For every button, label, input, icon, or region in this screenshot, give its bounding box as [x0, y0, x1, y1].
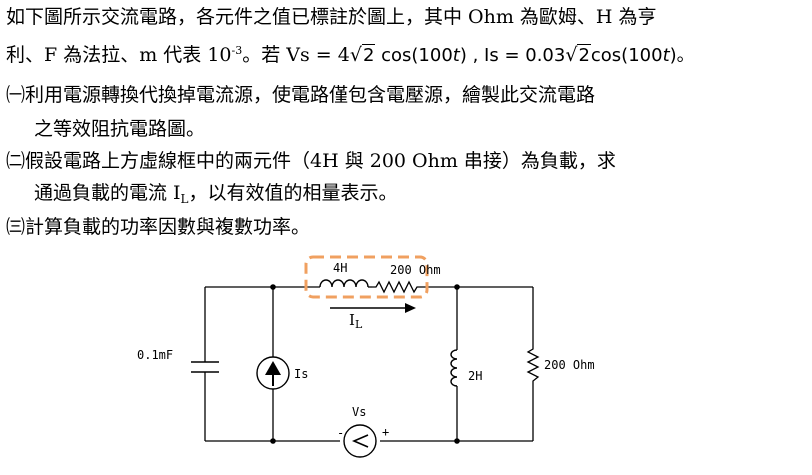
junction-dot	[270, 438, 276, 444]
question-text: ㈠利用電源轉換代換掉電流源，使電路僅包含電壓源，繪製此交流電路	[6, 84, 596, 106]
question-text: ㈢計算負載的功率因數與複數功率。	[6, 216, 311, 238]
resistor-top-label: 200 Ohm	[390, 263, 441, 277]
inductor-4h-label: 4H	[333, 261, 347, 275]
problem-line-1: 如下圖所示交流電路，各元件之值已標註於圖上，其中 Ohm 為歐姆、H 為亨	[6, 2, 657, 32]
exponent: -3	[231, 44, 243, 57]
subscript: L	[180, 192, 189, 206]
current-label: IL	[349, 311, 363, 331]
text-segment: 利、F 為法拉、m 代表 10	[6, 44, 232, 66]
capacitor-label: 0.1mF	[137, 348, 173, 362]
problem-line-2: 利、F 為法拉、m 代表 10-3。若 Vs = 4√2 cos(100t) ,…	[6, 36, 695, 71]
voltage-source-label: Vs	[352, 405, 366, 419]
question-3: ㈢計算負載的功率因數與複數功率。	[6, 212, 310, 242]
voltage-source-symbol	[343, 424, 377, 458]
capacitor-symbol	[191, 361, 219, 373]
current-source-symbol	[256, 356, 290, 390]
question-1-line-2: 之等效阻抗電路圖。	[34, 114, 205, 144]
question-2-line-1: ㈡假設電路上方虛線框中的兩元件（4H 與 200 Ohm 串接）為負載，求	[6, 146, 616, 176]
resistor-200-top-symbol	[372, 280, 422, 294]
junction-dot	[454, 284, 460, 290]
inductor-2h-symbol	[450, 349, 458, 387]
math-segment: )。	[669, 45, 695, 66]
sqrt-expression: √2	[565, 44, 591, 66]
junction-dot	[454, 438, 460, 444]
question-text: 之等效阻抗電路圖。	[34, 118, 206, 140]
question-1-line-1: ㈠利用電源轉換代換掉電流源，使電路僅包含電壓源，繪製此交流電路	[6, 80, 595, 110]
math-segment: ) , Is = 0.03	[459, 45, 566, 66]
question-text: ，以有效值的相量表示。	[188, 182, 398, 204]
math-variable: t	[662, 45, 670, 66]
math-segment: cos(100	[375, 45, 453, 66]
load-dashed-box	[304, 255, 429, 299]
current-arrow	[330, 303, 416, 313]
question-text: ㈡假設電路上方虛線框中的兩元件（4H 與 200 Ohm 串接）為負載，求	[6, 150, 616, 172]
problem-text: 如下圖所示交流電路，各元件之值已標註於圖上，其中 Ohm 為歐姆、H 為亨	[6, 6, 657, 28]
text-segment: 。若 Vs = 4	[242, 44, 350, 66]
sqrt-argument: 2	[577, 44, 591, 66]
sqrt-argument: 2	[361, 44, 376, 66]
current-source-label: Is	[294, 367, 308, 381]
resistor-right-label: 200 Ohm	[544, 358, 595, 372]
sqrt-expression: √2	[349, 44, 376, 66]
inductor-2h-label: 2H	[468, 369, 482, 383]
plus-polarity-label: +	[382, 425, 389, 439]
inductor-4h-symbol	[319, 279, 369, 288]
minus-polarity-label: -	[337, 426, 344, 440]
junction-dot	[270, 284, 276, 290]
question-2-line-2: 通過負載的電流 IL，以有效值的相量表示。	[34, 178, 398, 214]
math-segment: cos(100	[590, 45, 663, 66]
resistor-200-right-symbol	[526, 345, 540, 385]
question-text: 通過負載的電流 I	[34, 182, 181, 204]
math-variable: t	[452, 45, 460, 66]
